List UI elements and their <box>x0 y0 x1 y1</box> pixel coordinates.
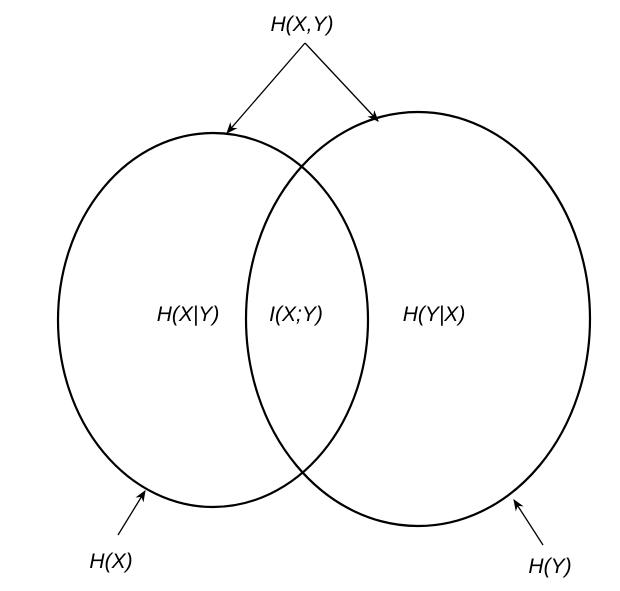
ellipse-h-x <box>56 131 370 509</box>
label-entropy-x: H(X) <box>89 550 132 573</box>
arrow-joint-to-left <box>226 42 306 134</box>
label-joint-entropy: H(X,Y) <box>271 13 334 36</box>
ellipse-h-y <box>244 110 592 528</box>
arrow-h-x <box>117 490 146 536</box>
label-mutual-information: I(X;Y) <box>269 303 323 326</box>
label-conditional-x-given-y: H(X|Y) <box>157 303 220 326</box>
arrow-h-y <box>513 499 544 546</box>
arrow-joint-to-right <box>304 42 379 122</box>
label-entropy-y: H(Y) <box>528 555 571 578</box>
label-conditional-y-given-x: H(Y|X) <box>403 303 466 326</box>
